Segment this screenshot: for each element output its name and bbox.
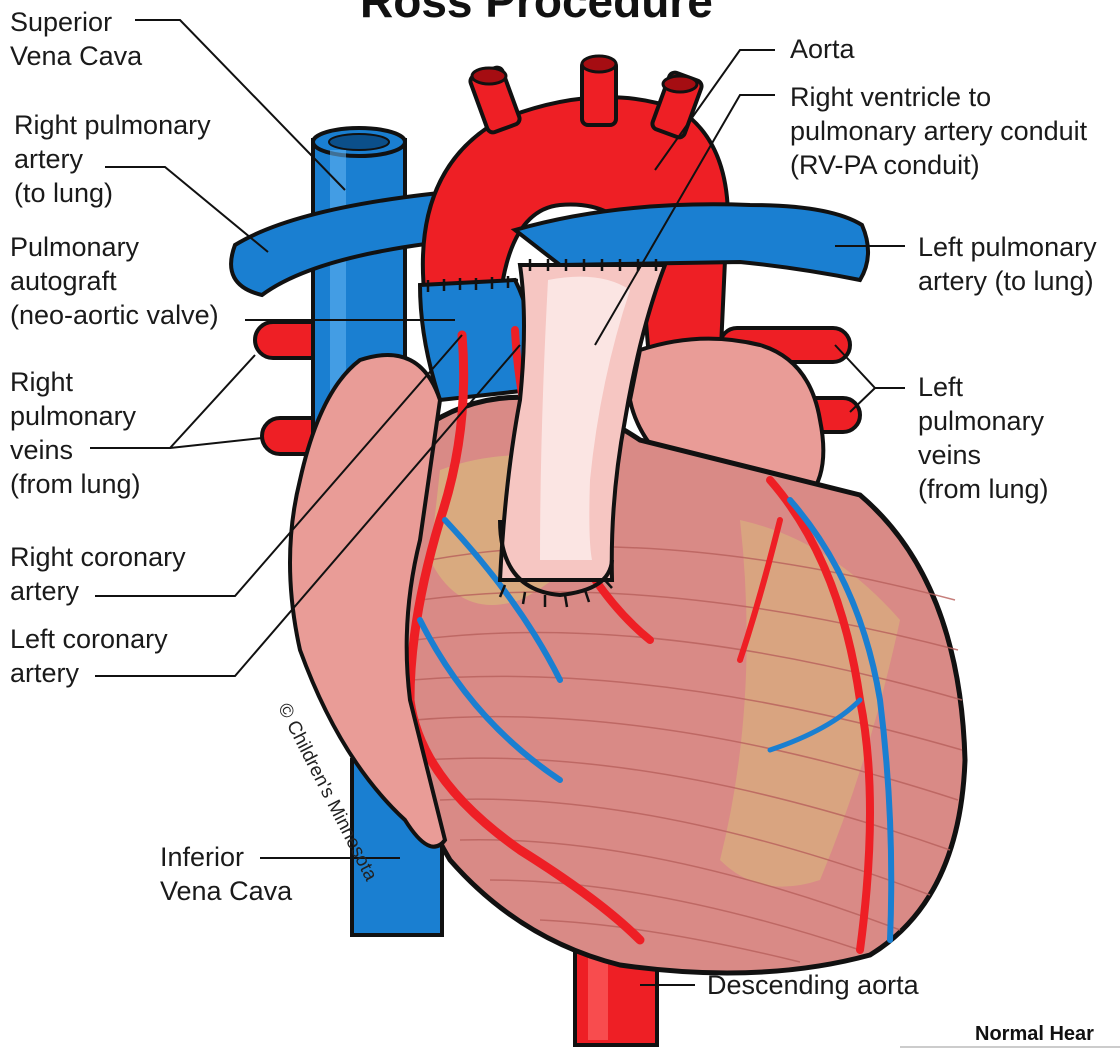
label-left-coronary-artery: Left coronary artery (10, 622, 168, 690)
label-right-pulmonary-veins: Right pulmonary veins (from lung) (10, 365, 141, 501)
diagram-title: Ross Procedure (360, 0, 713, 24)
label-descending-aorta: Descending aorta (707, 968, 919, 1002)
label-right-coronary-artery: Right coronary artery (10, 540, 186, 608)
label-right-pulmonary-artery: Right pulmonary artery (to lung) (14, 108, 211, 210)
label-superior-vena-cava: Superior Vena Cava (10, 5, 142, 73)
label-aorta: Aorta (790, 32, 855, 66)
label-left-pulmonary-artery: Left pulmonary artery (to lung) (918, 230, 1097, 298)
label-inferior-vena-cava: Inferior Vena Cava (160, 840, 292, 908)
footer-caption: Normal Hear (975, 1022, 1094, 1046)
label-rv-pa-conduit: Right ventricle to pulmonary artery cond… (790, 80, 1087, 182)
label-pulmonary-autograft: Pulmonary autograft (neo-aortic valve) (10, 230, 219, 332)
label-left-pulmonary-veins: Left pulmonary veins (from lung) (918, 370, 1049, 506)
